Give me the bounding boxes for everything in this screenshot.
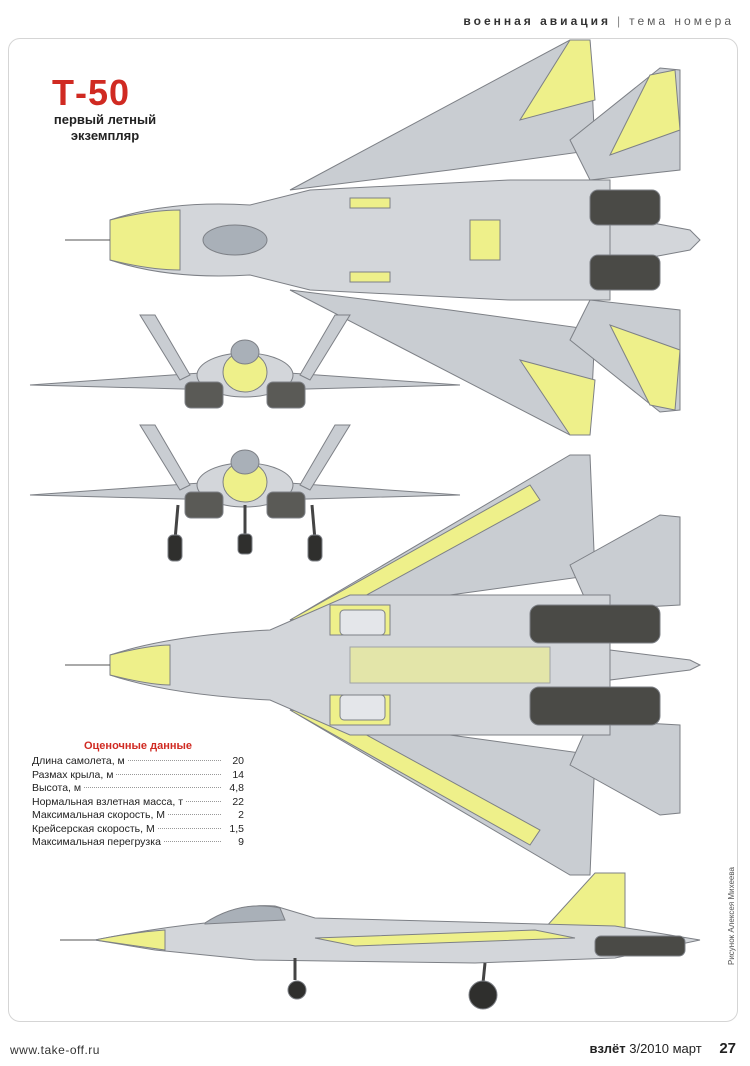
specs-table: Оценочные данные Длина самолета, м 20 Раз… xyxy=(32,740,244,850)
front-intake-left xyxy=(184,381,224,409)
spec-label: Длина самолета, м xyxy=(32,755,125,767)
spec-row: Нормальная взлетная масса, т 22 xyxy=(32,796,244,810)
top-view-drawing xyxy=(65,39,701,436)
gear-wheel-right xyxy=(307,534,323,562)
spec-row: Длина самолета, м 20 xyxy=(32,755,244,769)
page-subtitle: первый летный экземпляр xyxy=(53,112,157,143)
front-fin-right xyxy=(299,314,351,381)
top-nozzle-upper xyxy=(589,189,661,226)
spec-value: 1,5 xyxy=(229,822,244,835)
front-view-gear-drawing xyxy=(29,424,461,562)
spec-label: Высота, м xyxy=(32,782,82,794)
spec-label: Нормальная взлетная масса, т xyxy=(32,795,184,808)
spec-row: Максимальная перегрузка 9 xyxy=(32,836,244,850)
footer-url[interactable]: www.take-off.ru xyxy=(10,1043,100,1057)
spec-label: Размах крыла, м xyxy=(32,768,114,781)
illustration-credit: Рисунок Алексея Михеева xyxy=(727,867,736,965)
bottom-view-drawing xyxy=(65,454,702,876)
front-intake-right xyxy=(266,381,306,409)
top-nozzle-lower xyxy=(589,254,661,291)
page-number: 27 xyxy=(719,1040,736,1057)
spec-label: Крейсерская скорость, М xyxy=(32,822,155,835)
bottom-nozzle-upper xyxy=(529,604,661,644)
spec-row: Размах крыла, м 14 xyxy=(32,769,244,783)
spec-label: Максимальная перегрузка xyxy=(32,836,161,848)
bottom-nozzle-lower xyxy=(529,686,661,726)
spec-value: 14 xyxy=(232,768,244,781)
header-section: военная авиация xyxy=(463,14,611,28)
spec-value: 2 xyxy=(238,809,244,821)
spec-row: Крейсерская скорость, М 1,5 xyxy=(32,823,244,837)
front-view-clean-drawing xyxy=(29,314,461,409)
front-canopy xyxy=(230,339,260,365)
spec-value: 9 xyxy=(238,836,244,848)
gear-wheel-nose xyxy=(237,533,253,555)
spec-label: Максимальная скорость, М xyxy=(32,809,166,821)
side-main-wheel xyxy=(468,980,498,1010)
side-canopy xyxy=(204,905,286,925)
header-topic: тема номера xyxy=(629,14,734,28)
header-strip: военная авиация | тема номера xyxy=(463,14,734,28)
spec-value: 20 xyxy=(232,755,244,767)
side-nose-wheel xyxy=(287,980,307,1000)
spec-value: 4,8 xyxy=(229,782,244,794)
top-fuselage xyxy=(109,179,611,301)
issue-date: 3/2010 март xyxy=(629,1041,702,1056)
side-nozzle xyxy=(594,935,686,957)
spec-row: Максимальная скорость, М 2 xyxy=(32,809,244,823)
spec-row: Высота, м 4,8 xyxy=(32,782,244,796)
bottom-intake-lower xyxy=(339,694,386,721)
gear-wheel-left xyxy=(167,534,183,562)
footer-issue: взлёт 3/2010 март 27 xyxy=(589,1040,736,1057)
side-view-drawing xyxy=(60,872,701,1010)
top-wing-upper xyxy=(289,39,596,191)
magazine-name: взлёт xyxy=(589,1041,626,1056)
top-canopy xyxy=(202,224,268,256)
header-separator: | xyxy=(617,14,624,28)
page-title: Т-50 xyxy=(52,72,131,113)
front-fin-left xyxy=(139,314,191,381)
side-fin xyxy=(543,872,626,929)
bottom-intake-upper xyxy=(339,609,386,636)
specs-heading: Оценочные данные xyxy=(83,740,193,752)
spec-value: 22 xyxy=(232,795,244,808)
